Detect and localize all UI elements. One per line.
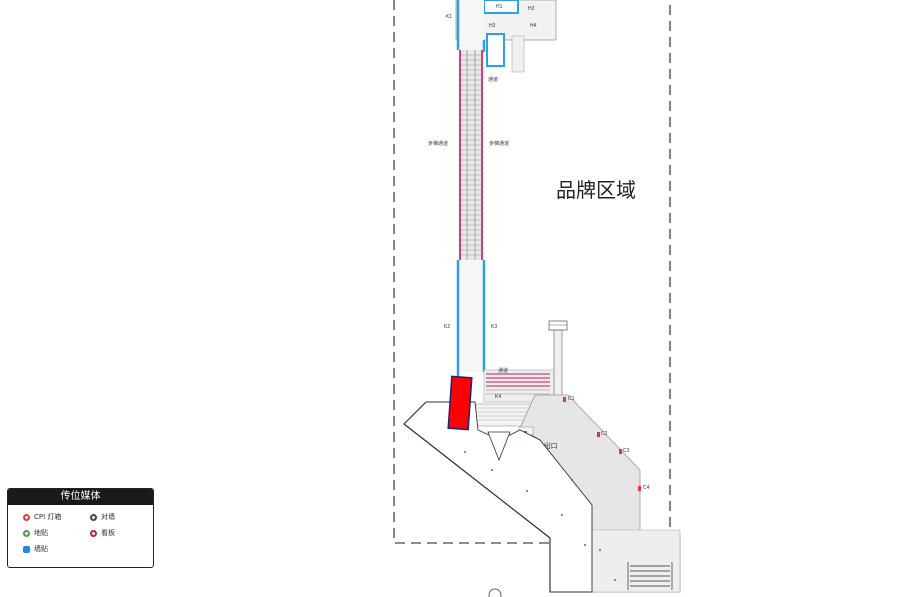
outlet-label: B出口 — [539, 441, 558, 450]
legend-label: CPI 灯箱 — [34, 513, 62, 521]
wall-label: K2 — [444, 324, 450, 330]
legend-title: 传位媒体 — [8, 489, 153, 505]
legend-magenta-dot-icon — [90, 529, 97, 537]
highlighted-media-panel[interactable] — [447, 375, 473, 431]
column-label: C2 — [601, 431, 608, 437]
legend-blue-dot-icon — [23, 545, 30, 553]
room-label: H2 — [528, 6, 535, 12]
legend-label: 地贴 — [34, 529, 48, 537]
corridor-label: 通道 — [488, 76, 498, 83]
legend-label: 对墙 — [101, 513, 115, 521]
legend-green-dot-icon — [23, 529, 30, 537]
entrance-hall — [403, 401, 616, 597]
exit-passage: B出口 C1 C2 C3 C4 — [518, 394, 681, 593]
legend-label: 看板 — [101, 529, 115, 537]
room-label: H1 — [496, 4, 503, 10]
escalator-label: 步梯通道 — [489, 140, 509, 147]
legend-item: 墙贴 — [23, 544, 48, 554]
legend-grey-dot-icon — [90, 513, 97, 521]
legend-red-dot-icon — [23, 513, 30, 521]
legend-item: CPI 灯箱 — [23, 512, 61, 522]
escalator-label: 步梯通道 — [428, 140, 448, 147]
legend: 传位媒体 CPI 灯箱 对墙 地贴 看板 墙贴 — [7, 488, 154, 568]
main-corridor: 步梯通道 步梯通道 K2 K3 — [428, 0, 509, 380]
brand-zone-label: 品牌区域 — [556, 178, 636, 202]
room-label: H3 — [489, 23, 496, 29]
wall-label: K3 — [491, 324, 497, 330]
room-label: H4 — [530, 23, 537, 29]
corridor-label: 通道 — [498, 367, 508, 374]
legend-item: 看板 — [90, 528, 115, 538]
wall-label: K1 — [446, 14, 452, 20]
legend-label: 墙贴 — [34, 545, 48, 553]
lower-landing: 通道 K4 — [475, 367, 555, 427]
column-label: C3 — [623, 448, 630, 454]
legend-item: 对墙 — [90, 512, 115, 522]
column-label: C1 — [568, 396, 575, 402]
wall-label: K4 — [495, 394, 501, 400]
column-label: C4 — [643, 485, 650, 491]
legend-item: 地贴 — [23, 528, 48, 538]
